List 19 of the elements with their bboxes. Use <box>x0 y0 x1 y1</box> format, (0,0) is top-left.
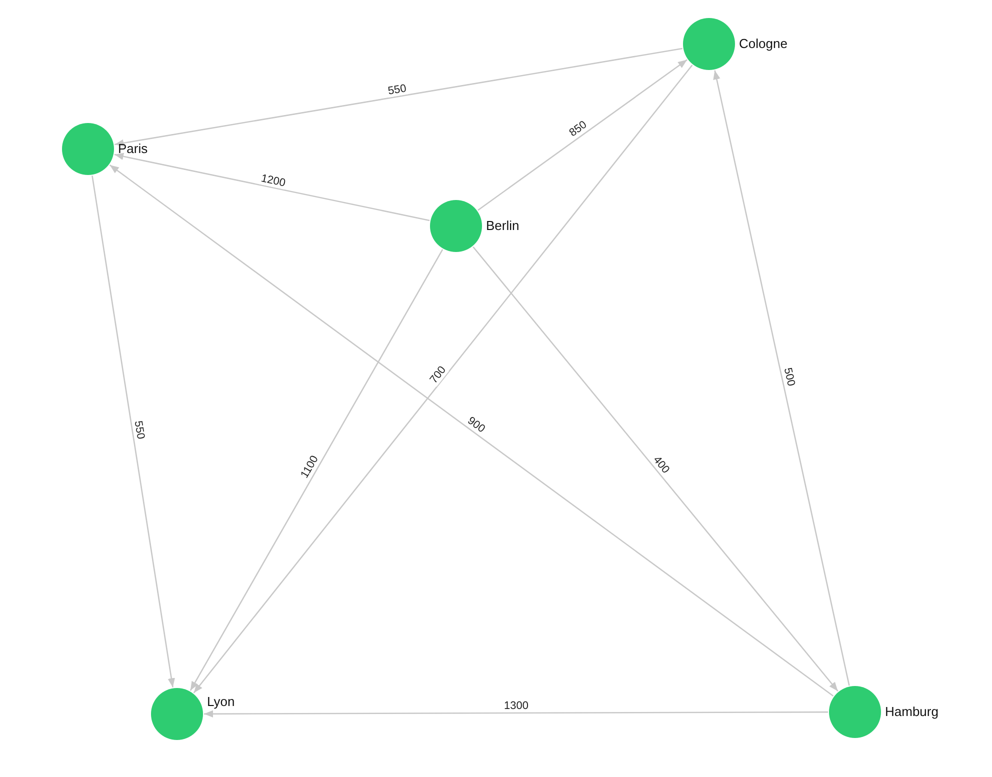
edge-label: 550 <box>386 82 409 98</box>
arrow <box>472 246 838 692</box>
arrow <box>114 48 682 147</box>
city-label: Berlin <box>486 218 520 233</box>
arrow <box>478 59 688 211</box>
edge-label: 1200 <box>259 172 288 190</box>
city-label: Cologne <box>739 36 788 51</box>
city-label: Lyon <box>207 694 235 709</box>
arrow <box>109 164 834 697</box>
arrow <box>193 64 693 694</box>
city-label: Paris <box>118 141 148 156</box>
edge-label: 1300 <box>502 700 530 712</box>
city-label: Hamburg <box>885 704 938 719</box>
arrow <box>92 176 175 688</box>
arrow <box>114 152 430 222</box>
edge-label: 550 <box>132 419 148 442</box>
arrow <box>204 710 828 718</box>
arrow <box>190 249 444 691</box>
arrow <box>713 70 850 686</box>
